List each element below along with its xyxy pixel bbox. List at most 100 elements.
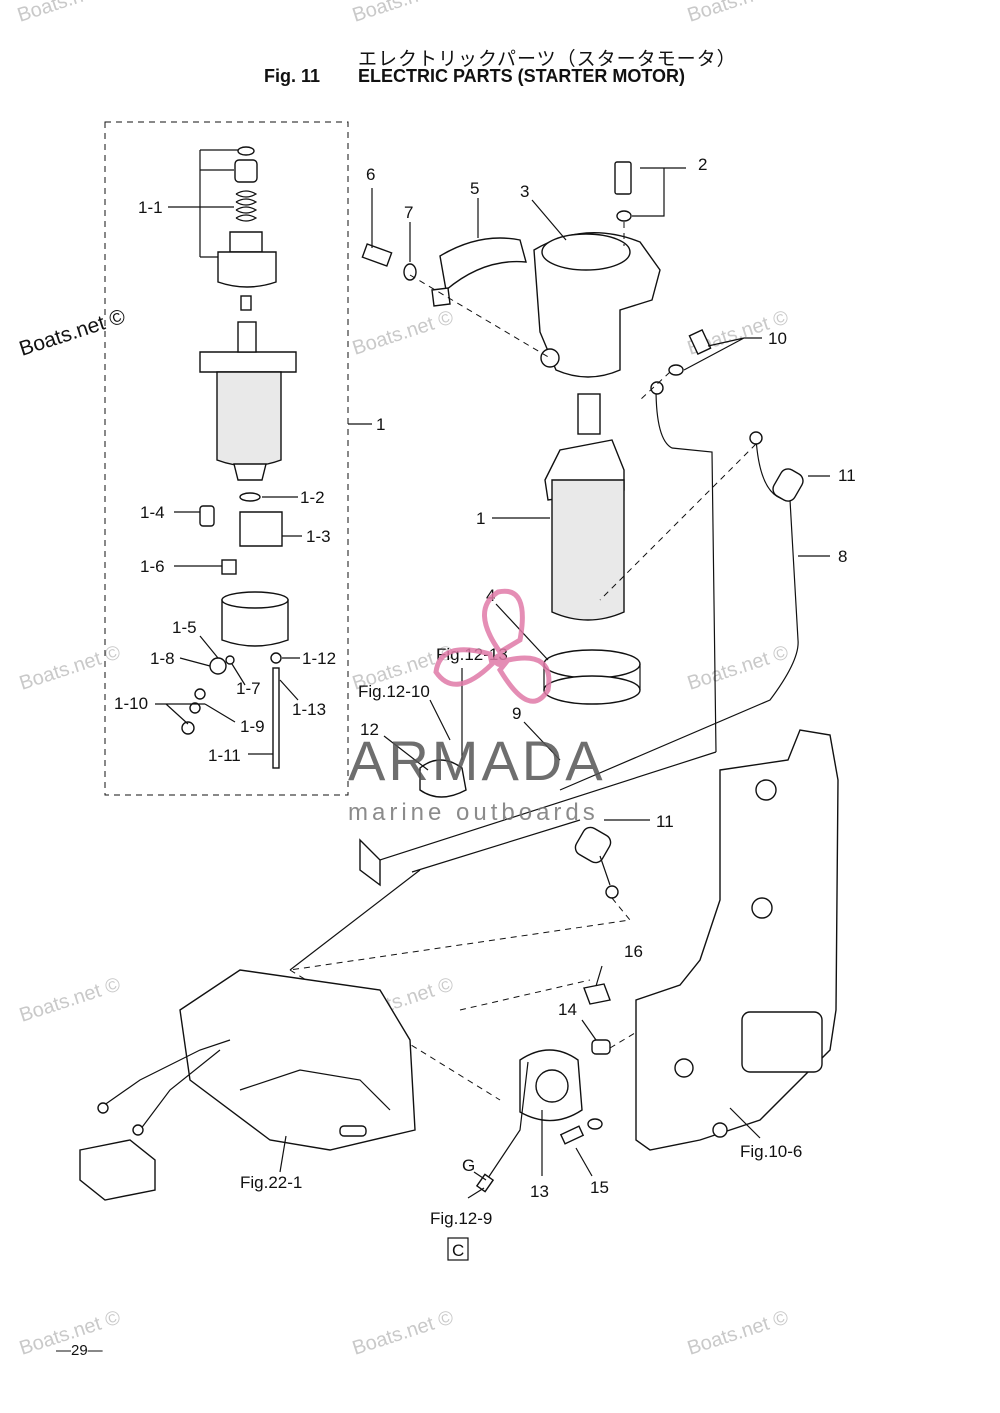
label-5: 5 bbox=[470, 179, 479, 198]
cable-9 bbox=[379, 751, 717, 873]
leader-fig10-6 bbox=[729, 1107, 761, 1139]
logo-sub-text: marine outboards bbox=[348, 799, 599, 826]
end-cover bbox=[221, 599, 289, 647]
label-11-upper: 11 bbox=[838, 466, 856, 485]
battery bbox=[79, 1139, 156, 1201]
dash-bolt bbox=[409, 274, 551, 359]
terminal-ring bbox=[650, 381, 664, 395]
plate-window bbox=[741, 1011, 823, 1073]
label-2: 2 bbox=[698, 155, 707, 174]
stop-collar bbox=[234, 159, 258, 183]
leader-14 bbox=[581, 1019, 597, 1041]
dash-14 bbox=[609, 1029, 641, 1049]
leader-1-13 bbox=[279, 679, 299, 701]
title-english: ELECTRIC PARTS (STARTER MOTOR) bbox=[358, 66, 685, 86]
leader-9 bbox=[523, 721, 561, 761]
bolt-15 bbox=[559, 1125, 585, 1145]
label-15: 15 bbox=[590, 1178, 609, 1197]
box-c-frame bbox=[447, 1237, 469, 1261]
motor-body bbox=[216, 371, 282, 467]
leader-g bbox=[473, 1171, 487, 1181]
label-1-assembly: 1 bbox=[376, 415, 385, 434]
lead-connector-g bbox=[475, 1173, 495, 1193]
watermark-text: Boats.net © bbox=[685, 0, 792, 27]
through-bolt-1-11 bbox=[272, 667, 280, 769]
battery-terminal bbox=[132, 1124, 144, 1136]
bushing-1-8 bbox=[209, 657, 227, 675]
watermark-text: Boats.net © bbox=[685, 641, 792, 694]
nut-1-10 bbox=[181, 721, 195, 735]
leader-2 bbox=[632, 167, 686, 217]
label-1-motor: 1 bbox=[476, 509, 485, 528]
label-6: 6 bbox=[366, 165, 375, 184]
label-8: 8 bbox=[838, 547, 847, 566]
battery-terminal bbox=[97, 1102, 109, 1114]
label-1-8: 1-8 bbox=[150, 649, 175, 668]
watermark-text: Boats.net © bbox=[17, 973, 124, 1026]
plate-hole bbox=[755, 779, 777, 801]
commutator bbox=[233, 463, 267, 481]
label-1-6: 1-6 bbox=[140, 557, 165, 576]
leader-12 bbox=[383, 735, 429, 771]
cable-positive bbox=[655, 387, 717, 753]
armada-logo-watermark: ARMADA marine outboards bbox=[348, 588, 606, 826]
label-1-10: 1-10 bbox=[114, 694, 148, 713]
washer-1-12 bbox=[270, 652, 282, 664]
motor-body-1 bbox=[551, 479, 625, 621]
pinion-housing bbox=[217, 251, 277, 288]
dash-lower bbox=[289, 897, 631, 971]
label-g: G bbox=[462, 1156, 475, 1175]
watermark-text: Boats.net © bbox=[15, 0, 122, 27]
washer-1-10-b bbox=[189, 702, 201, 714]
propeller-icon bbox=[433, 588, 552, 704]
end-cover-rim bbox=[221, 591, 289, 609]
cowl-detail bbox=[239, 1069, 391, 1111]
left-callout-leaders bbox=[155, 149, 302, 755]
washer-1-7 bbox=[225, 655, 235, 665]
label-1-13: 1-13 bbox=[292, 700, 326, 719]
watermark-text: Boats.net © bbox=[350, 0, 457, 27]
figure-number: Fig. 11 bbox=[264, 66, 321, 86]
leader-1-10 bbox=[155, 703, 236, 725]
label-14: 14 bbox=[558, 1000, 577, 1019]
harness-cable bbox=[289, 869, 421, 971]
watermark-text-dark: Boats.net © bbox=[16, 305, 128, 361]
band-tab bbox=[431, 287, 451, 307]
motor-end-flange bbox=[199, 351, 297, 373]
boot-11 bbox=[772, 468, 804, 502]
spring bbox=[235, 190, 258, 222]
collar-14 bbox=[591, 1039, 611, 1055]
relay-coil bbox=[535, 1069, 569, 1103]
label-1-1: 1-1 bbox=[138, 198, 163, 217]
dash-16 bbox=[459, 979, 591, 1011]
watermark-text: Boats.net © bbox=[685, 1306, 792, 1359]
brush-1-6 bbox=[221, 559, 237, 575]
bottom-cowl bbox=[179, 969, 416, 1151]
page-number: —29— bbox=[56, 1342, 103, 1359]
label-1-5: 1-5 bbox=[172, 618, 197, 637]
watermark-text: Boats.net © bbox=[17, 641, 124, 694]
label-10: 10 bbox=[768, 329, 787, 348]
shaft-tip bbox=[240, 295, 252, 311]
leader-fig12-10 bbox=[429, 699, 451, 741]
dash-bolt-10 bbox=[639, 371, 671, 401]
ring-4-lower bbox=[543, 675, 641, 705]
cowl-slot bbox=[339, 1125, 367, 1137]
relay-lead bbox=[487, 1061, 529, 1179]
ref-fig22-1: Fig.22-1 bbox=[240, 1173, 302, 1192]
logo-main-text: ARMADA bbox=[348, 729, 606, 792]
dash-cable bbox=[599, 443, 757, 601]
washer-7 bbox=[403, 263, 417, 281]
label-1-12: 1-12 bbox=[302, 649, 336, 668]
clip-ring bbox=[237, 146, 255, 156]
plate-hole bbox=[712, 1122, 728, 1138]
leader-1-1 bbox=[168, 149, 238, 258]
grommet-12 bbox=[419, 759, 467, 798]
bolt-10 bbox=[688, 329, 712, 355]
screw-1-4 bbox=[199, 505, 215, 527]
plate-hole bbox=[674, 1058, 694, 1078]
label-1-4: 1-4 bbox=[140, 503, 165, 522]
bracket-16 bbox=[583, 983, 611, 1005]
ref-fig12-10: Fig.12-10 bbox=[358, 682, 430, 701]
washer-10 bbox=[668, 364, 684, 376]
